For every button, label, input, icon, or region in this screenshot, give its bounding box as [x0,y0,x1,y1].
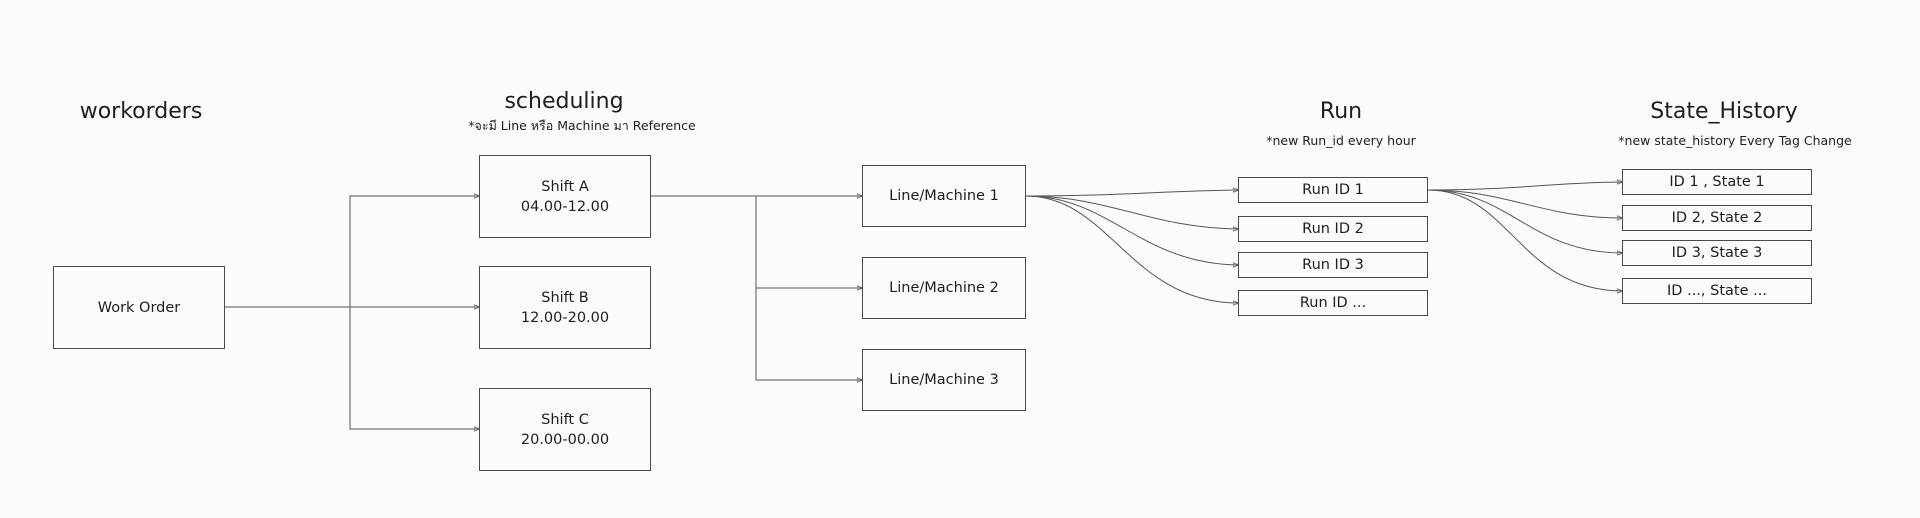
shift-name: Shift C [541,411,589,428]
run-label: Run ID ... [1299,295,1367,311]
heading-workorders: workorders [79,99,203,124]
connector-run-1-state-1 [1427,182,1623,191]
note-scheduling: *จะมี Line หรือ Machine มา Reference [468,118,696,133]
machine-label: Line/Machine 1 [889,188,999,204]
run-label: Run ID 3 [1302,257,1364,273]
connector-shift-a-machine-3 [755,288,863,380]
machine-label: Line/Machine 3 [889,372,999,388]
run-1-box[interactable]: Run ID 1 [1238,177,1428,203]
connector-machine-1-run-1 [1025,190,1239,197]
machine-2-box[interactable]: Line/Machine 2 [862,257,1026,319]
heading-scheduling: scheduling [504,89,624,114]
machine-1-box[interactable]: Line/Machine 1 [862,165,1026,227]
shift-time: 20.00-00.00 [520,431,610,448]
state-label: ID 3, State 3 [1671,245,1763,261]
run-2-box[interactable]: Run ID 2 [1238,216,1428,242]
connector-machine-1-run-3 [1025,195,1239,265]
state-label: ID ..., State ... [1667,283,1767,299]
state-label: ID 2, State 2 [1671,210,1763,226]
shift-b-box[interactable]: Shift B 12.00-20.00 [479,266,651,349]
note-run: *new Run_id every hour [1266,133,1416,148]
work-order-label: Work Order [97,299,181,316]
machine-label: Line/Machine 2 [889,280,999,296]
shift-name: Shift A [541,178,589,195]
shift-c-box[interactable]: Shift C 20.00-00.00 [479,388,651,471]
run-label: Run ID 2 [1302,221,1364,237]
connector-workorder-shift-c [349,307,480,429]
connector-machine-1-run-4 [1025,195,1239,303]
state-1-box[interactable]: ID 1 , State 1 [1622,169,1812,195]
state-4-box[interactable]: ID ..., State ... [1622,278,1812,304]
state-3-box[interactable]: ID 3, State 3 [1622,240,1812,266]
run-label: Run ID 1 [1302,182,1364,198]
connector-run-1-state-2 [1427,189,1623,218]
shift-time: 12.00-20.00 [520,309,610,326]
connector-run-1-state-3 [1427,189,1623,253]
connector-workorder-shift-a [224,196,480,308]
run-4-box[interactable]: Run ID ... [1238,290,1428,316]
state-2-box[interactable]: ID 2, State 2 [1622,205,1812,231]
state-label: ID 1 , State 1 [1669,174,1765,190]
heading-state-history: State_History [1650,99,1798,124]
shift-a-box[interactable]: Shift A 04.00-12.00 [479,155,651,238]
shift-name: Shift B [541,289,589,306]
work-order-box[interactable]: Work Order [53,266,225,349]
machine-3-box[interactable]: Line/Machine 3 [862,349,1026,411]
note-state-history: *new state_history Every Tag Change [1618,133,1852,148]
shift-time: 04.00-12.00 [520,198,610,215]
heading-run: Run [1319,99,1363,124]
connector-shift-a-machine-2 [755,196,863,288]
run-3-box[interactable]: Run ID 3 [1238,252,1428,278]
connector-machine-1-run-2 [1025,195,1239,229]
connector-run-1-state-4 [1427,189,1623,291]
